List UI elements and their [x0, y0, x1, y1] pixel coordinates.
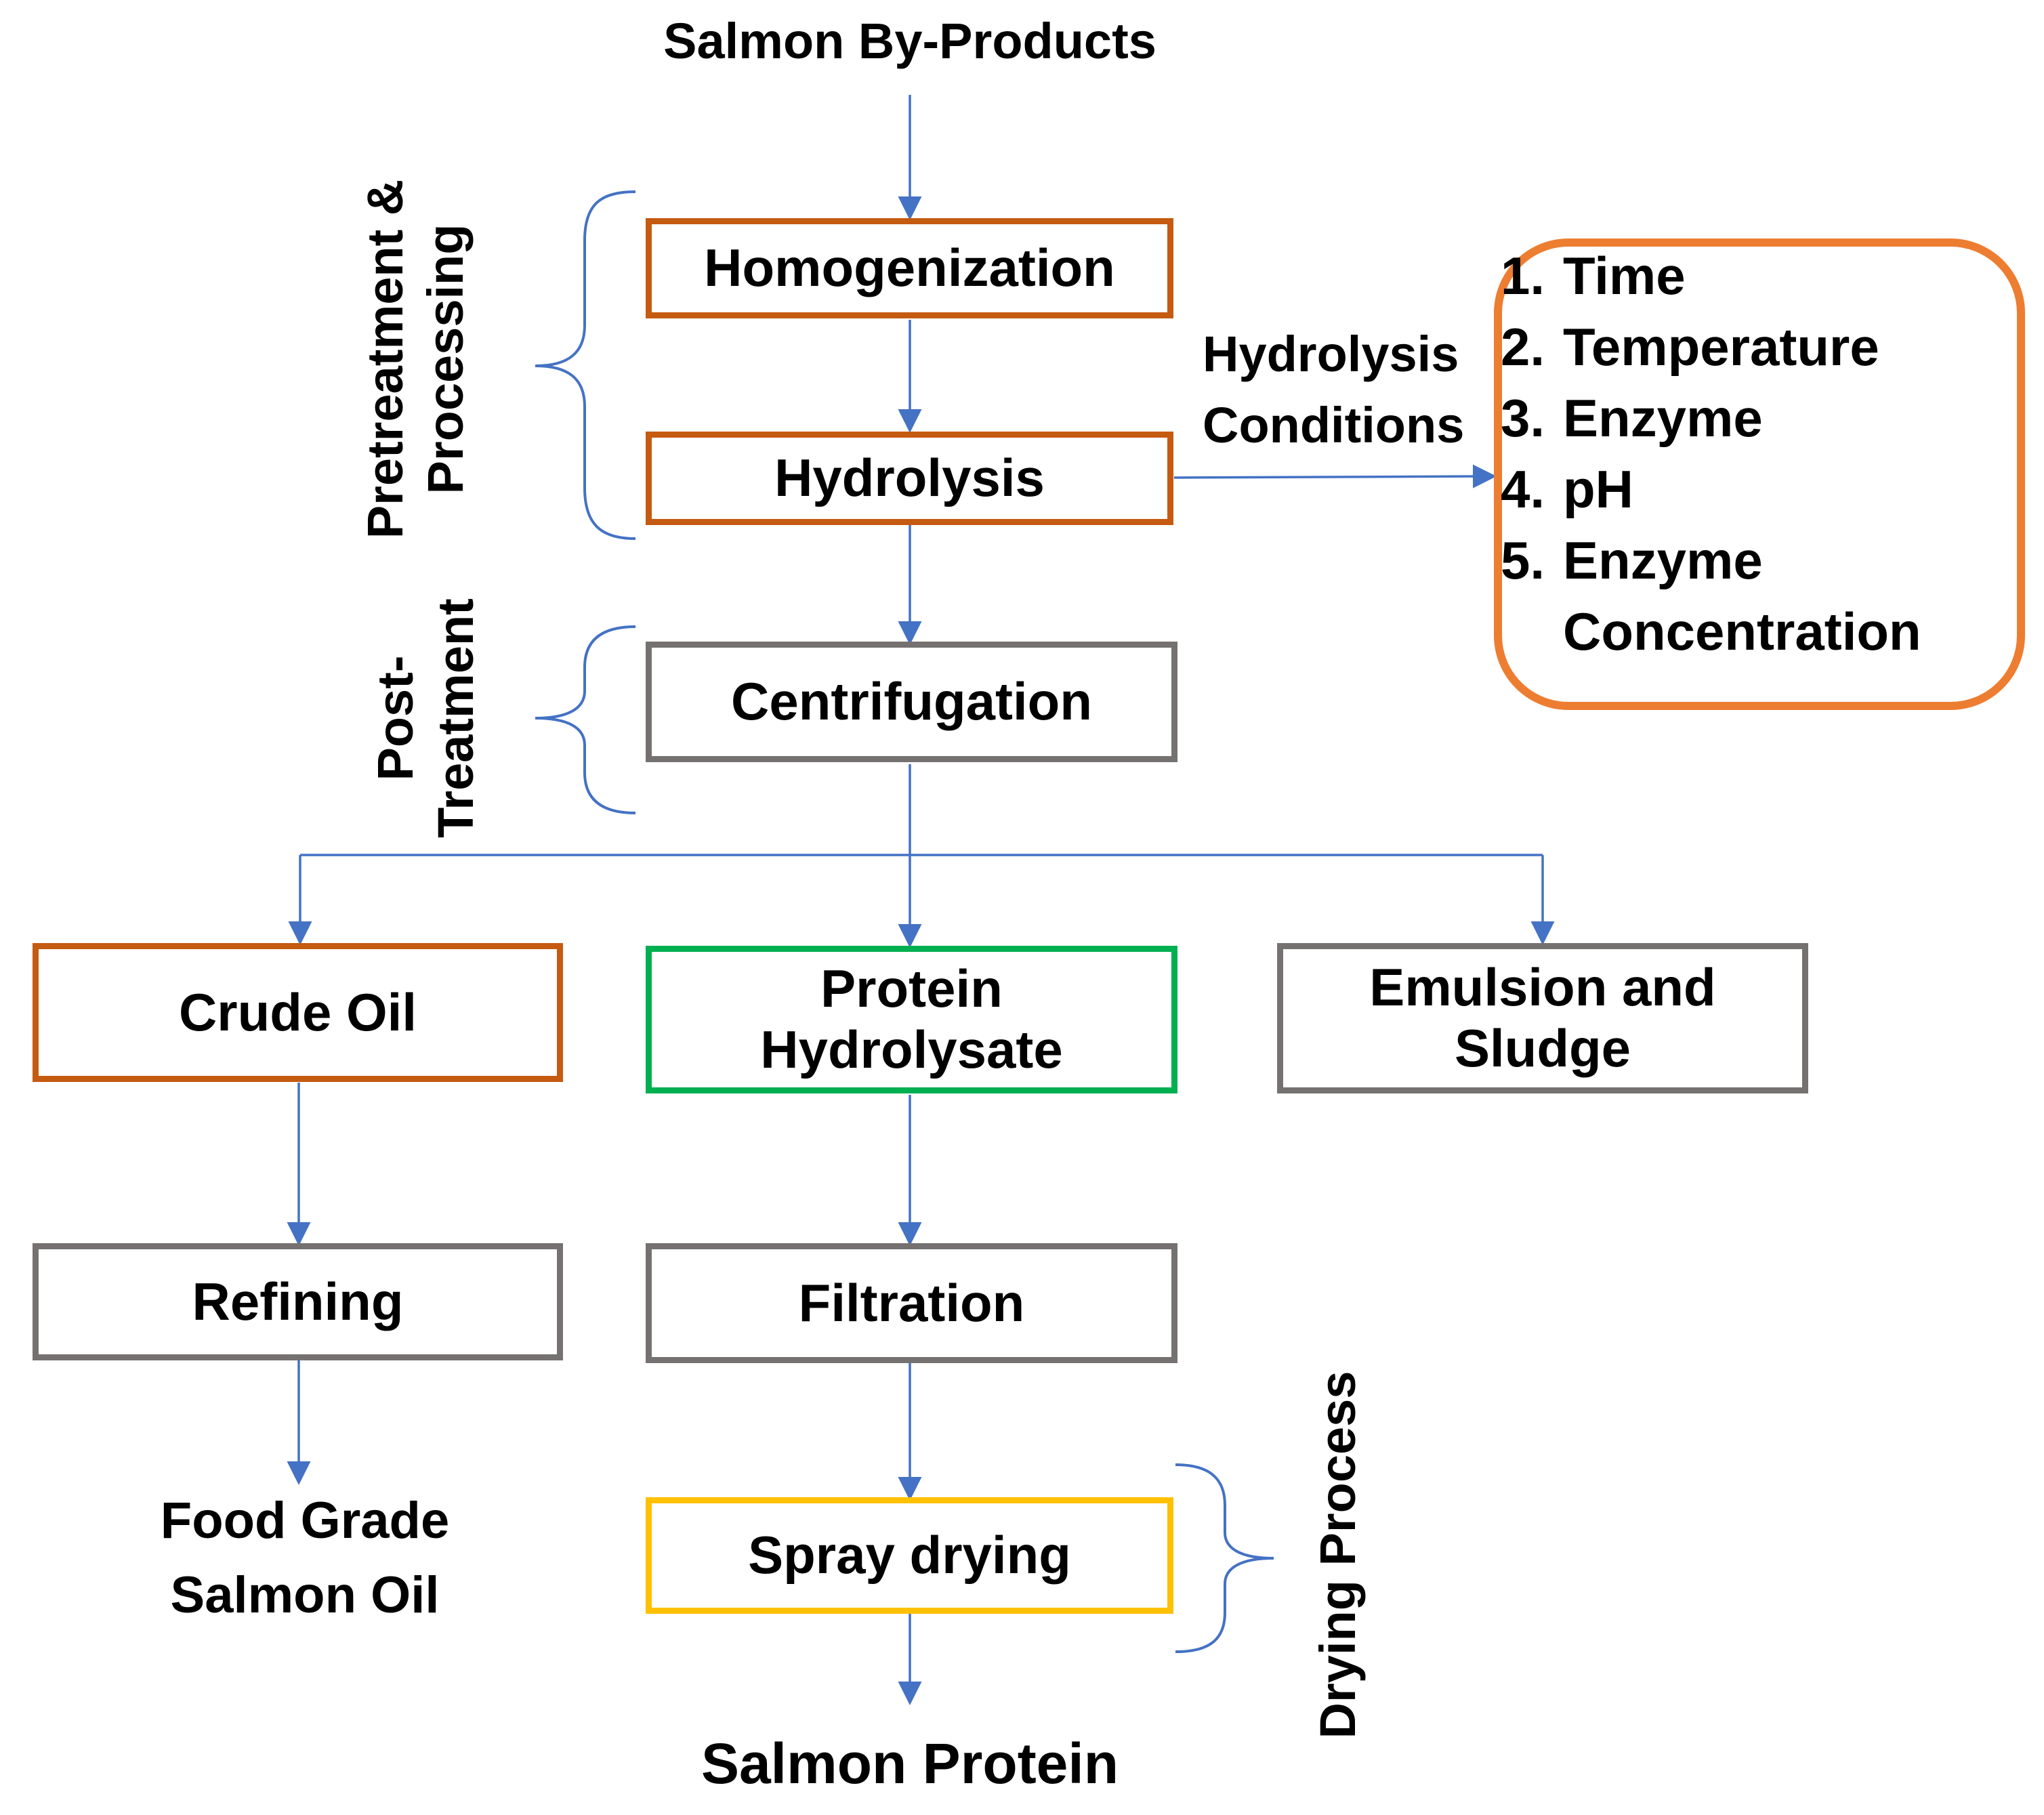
filtration-label: Filtration	[798, 1272, 1025, 1333]
condition-number: 4.	[1501, 459, 1545, 519]
post-treatment-brace-icon	[535, 625, 636, 814]
centrifugation-box: Centrifugation	[646, 642, 1177, 762]
centrifugation-label: Centrifugation	[731, 671, 1092, 732]
condition-text: Enzyme	[1563, 530, 1763, 590]
condition-item: 5. Enzyme	[1501, 525, 1988, 596]
food-grade-salmon-oil-label: Food Grade Salmon Oil	[102, 1484, 508, 1633]
pretreatment-line2: Processing	[417, 224, 474, 495]
conditions-box	[1494, 238, 2025, 710]
post-treatment-stage-label: Post- Treatment	[366, 583, 501, 854]
condition-text: Time	[1563, 246, 1686, 306]
condition-number: 5.	[1501, 530, 1545, 590]
post-treatment-line2: Treatment	[427, 598, 484, 838]
condition-item: 2. Temperature	[1501, 312, 1988, 383]
drying-brace-icon	[1175, 1463, 1274, 1653]
drying-process-stage-label: Drying Process	[1301, 1324, 1375, 1785]
emulsion-line2: Sludge	[1454, 1018, 1631, 1078]
refining-box: Refining	[33, 1243, 563, 1360]
emulsion-line1: Emulsion and	[1369, 957, 1716, 1018]
condition-item: Concentration	[1501, 596, 1988, 667]
condition-text: Concentration	[1563, 602, 1921, 661]
condition-number: 3.	[1501, 388, 1545, 448]
hydrolysis-box: Hydrolysis	[646, 432, 1173, 525]
hydrolysis-label: Hydrolysis	[774, 448, 1045, 508]
protein-hydrolysate-box: Protein Hydrolysate	[646, 946, 1177, 1093]
condition-number	[1501, 596, 1563, 667]
pretreatment-line1: Pretreatment &	[357, 179, 413, 539]
condition-text: Temperature	[1563, 317, 1879, 377]
pretreatment-processing-stage-label: Pretreatment & Processing	[356, 156, 491, 562]
homogenization-label: Homogenization	[704, 238, 1115, 298]
condition-item: 3. Enzyme	[1501, 383, 1988, 454]
condition-item: 4. pH	[1501, 454, 1988, 525]
hydrolysis-conditions-line1: Hydrolysis	[1203, 326, 1459, 382]
output-label: Salmon Protein	[701, 1732, 1119, 1795]
hydrolysis-conditions-label: Hydrolysis Conditions	[1203, 318, 1487, 461]
protein-hydrolysate-line1: Protein	[820, 959, 1003, 1019]
condition-number: 1.	[1501, 246, 1545, 306]
crude-oil-box: Crude Oil	[33, 943, 563, 1082]
filtration-box: Filtration	[646, 1243, 1177, 1363]
emulsion-sludge-label: Emulsion and Sludge	[1369, 957, 1715, 1079]
spray-drying-label: Spray drying	[748, 1525, 1071, 1585]
input-label: Salmon By-Products	[663, 13, 1156, 69]
spray-drying-box: Spray drying	[646, 1497, 1173, 1614]
condition-item: 1. Time	[1501, 241, 1988, 312]
food-grade-line2: Salmon Oil	[170, 1566, 440, 1624]
arrow-hydrolysis-to-conditions	[1173, 464, 1497, 488]
condition-number: 2.	[1501, 317, 1545, 377]
hydrolysis-conditions-line2: Conditions	[1203, 397, 1465, 453]
condition-text: pH	[1563, 459, 1633, 519]
emulsion-sludge-box: Emulsion and Sludge	[1277, 943, 1808, 1093]
homogenization-box: Homogenization	[646, 218, 1173, 318]
condition-text: Enzyme	[1563, 388, 1763, 448]
pretreatment-brace-icon	[535, 190, 636, 540]
post-treatment-line1: Post-	[367, 655, 423, 781]
crude-oil-label: Crude Oil	[178, 982, 417, 1042]
protein-hydrolysate-line2: Hydrolysate	[760, 1020, 1063, 1079]
food-grade-line1: Food Grade	[160, 1492, 450, 1549]
conditions-list: 1. Time 2. Temperature 3. Enzyme 4. pH 5. Enz…	[1501, 241, 1988, 667]
drying-process-text: Drying Process	[1310, 1371, 1366, 1739]
protein-hydrolysate-label: Protein Hydrolysate	[760, 959, 1063, 1080]
refining-label: Refining	[192, 1271, 404, 1331]
